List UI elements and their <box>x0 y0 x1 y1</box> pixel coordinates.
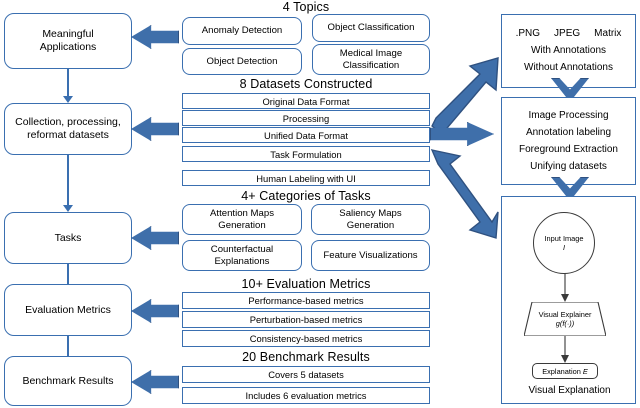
chip-object-classification[interactable]: Object Classification <box>312 14 430 42</box>
input-image-symbol: I <box>562 243 566 252</box>
pipeline-step-label-line1: Tasks <box>54 231 82 244</box>
arrow-to-image-processing <box>430 122 494 146</box>
chip-label-line2: Generation <box>346 219 395 231</box>
panel-visual-explanation[interactable]: Input Image I Visual Explainer g(f(·)) E… <box>501 196 636 404</box>
format-jpeg: JPEG <box>554 28 581 39</box>
chip-counterfactual-explanations[interactable]: Counterfactual Explanations <box>182 240 302 271</box>
chip-label-line2: Classification <box>342 59 400 71</box>
pipeline-step-collection-processing[interactable]: Collection, processing, reformat dataset… <box>4 103 132 155</box>
bar-performance-based-metrics[interactable]: Performance-based metrics <box>182 292 430 309</box>
visual-explanation-caption: Visual Explanation <box>528 385 611 396</box>
visual-explainer-label: Visual Explainer <box>538 309 592 319</box>
chip-medical-image-classification[interactable]: Medical Image Classification <box>312 44 430 75</box>
processing-image-processing: Image Processing <box>528 109 609 121</box>
section-heading-evaluation-metrics: 10+ Evaluation Metrics <box>241 277 371 291</box>
pipeline-step-label-line1: Evaluation Metrics <box>25 303 111 316</box>
pipeline-step-label-line2: reformat datasets <box>27 129 109 141</box>
arrow-to-collection-processing <box>131 117 179 141</box>
chip-label-line2: Generation <box>218 219 266 231</box>
formats-with-annotations: With Annotations <box>530 45 607 56</box>
node-visual-explainer: Visual Explainer g(f(·)) <box>524 302 606 336</box>
format-matrix: Matrix <box>594 28 622 39</box>
section-heading-datasets: 8 Datasets Constructed <box>239 77 373 91</box>
visual-explainer-formula: g(f(·)) <box>555 319 575 328</box>
explanation-symbol: E <box>582 366 588 376</box>
bar-includes-6-evaluation-metrics[interactable]: Includes 6 evaluation metrics <box>182 387 430 404</box>
chip-label: Anomaly Detection <box>201 25 283 37</box>
chip-label-line2: Explanations <box>214 255 270 267</box>
section-heading-task-categories: 4+ Categories of Tasks <box>241 189 371 203</box>
pipeline-step-benchmark-results[interactable]: Benchmark Results <box>4 356 132 406</box>
panel-data-formats[interactable]: .PNG JPEG Matrix With Annotations Withou… <box>501 14 636 88</box>
bar-original-data-format[interactable]: Original Data Format <box>182 93 430 109</box>
processing-annotation-labeling: Annotation labeling <box>525 126 612 138</box>
pipeline-connector-4 <box>66 336 70 361</box>
bar-perturbation-based-metrics[interactable]: Perturbation-based metrics <box>182 311 430 328</box>
node-input-image: Input Image I <box>533 212 595 274</box>
chip-anomaly-detection[interactable]: Anomaly Detection <box>182 17 302 45</box>
pipeline-step-meaningful-applications[interactable]: Meaningful Applications <box>4 13 132 69</box>
arrow-diagonal-to-formats <box>430 56 500 134</box>
pipeline-step-evaluation-metrics[interactable]: Evaluation Metrics <box>4 284 132 336</box>
pipeline-connector-3 <box>66 264 70 290</box>
input-image-label: Input Image <box>544 234 584 243</box>
pipeline-step-label-line2: Applications <box>39 41 97 53</box>
pipeline-connector-2 <box>66 155 70 208</box>
formats-without-annotations: Without Annotations <box>524 62 613 73</box>
processing-foreground-extraction: Foreground Extraction <box>519 143 618 155</box>
chip-feature-visualizations[interactable]: Feature Visualizations <box>311 240 430 271</box>
arrow-to-benchmark-results <box>131 370 179 394</box>
pipeline-step-label-line1: Collection, processing, <box>15 116 121 128</box>
ve-arrow-input-to-explainer <box>559 273 571 303</box>
arrow-to-tasks <box>131 226 179 250</box>
arrow-to-evaluation-metrics <box>131 299 179 323</box>
chip-label: Feature Visualizations <box>323 249 418 261</box>
bar-human-labeling-with-ui[interactable]: Human Labeling with UI <box>182 170 430 186</box>
chip-object-detection[interactable]: Object Detection <box>182 48 302 75</box>
chip-label: Object Detection <box>206 55 278 67</box>
formats-row: .PNG JPEG Matrix <box>516 28 622 40</box>
node-explanation: Explanation E <box>532 363 598 379</box>
pipeline-connector-1 <box>66 69 70 99</box>
arrow-to-meaningful-applications <box>131 25 179 49</box>
chip-label-line1: Counterfactual <box>210 244 274 255</box>
pipeline-step-tasks[interactable]: Tasks <box>4 212 132 264</box>
format-png: .PNG <box>515 28 541 39</box>
explanation-label: Explanation <box>542 366 581 376</box>
pipeline-step-label-line1: Benchmark Results <box>22 374 114 387</box>
chip-label-line1: Saliency Maps <box>339 208 402 219</box>
chip-label-line1: Attention Maps <box>210 208 274 219</box>
section-heading-benchmark-results: 20 Benchmark Results <box>242 350 370 364</box>
chip-label-line1: Medical Image <box>339 48 403 59</box>
panel-processing-steps[interactable]: Image Processing Annotation labeling For… <box>501 97 636 185</box>
bar-processing[interactable]: Processing <box>182 110 430 126</box>
processing-unifying-datasets: Unifying datasets <box>530 160 607 172</box>
ve-arrow-explainer-to-explanation <box>559 336 571 364</box>
pipeline-connector-arrowhead-1 <box>63 96 73 103</box>
chip-label: Object Classification <box>327 22 415 34</box>
chip-saliency-maps-generation[interactable]: Saliency Maps Generation <box>311 204 430 235</box>
bar-unified-data-format[interactable]: Unified Data Format <box>182 127 430 143</box>
bar-task-formulation[interactable]: Task Formulation <box>182 146 430 162</box>
arrow-diagonal-to-visual-explanation <box>430 148 500 240</box>
pipeline-step-label-line1: Meaningful <box>42 28 94 40</box>
section-heading-topics: 4 Topics <box>282 0 330 14</box>
pipeline-connector-arrowhead-2 <box>63 205 73 212</box>
bar-covers-5-datasets[interactable]: Covers 5 datasets <box>182 366 430 383</box>
chip-attention-maps-generation[interactable]: Attention Maps Generation <box>182 204 302 235</box>
bar-consistency-based-metrics[interactable]: Consistency-based metrics <box>182 330 430 347</box>
